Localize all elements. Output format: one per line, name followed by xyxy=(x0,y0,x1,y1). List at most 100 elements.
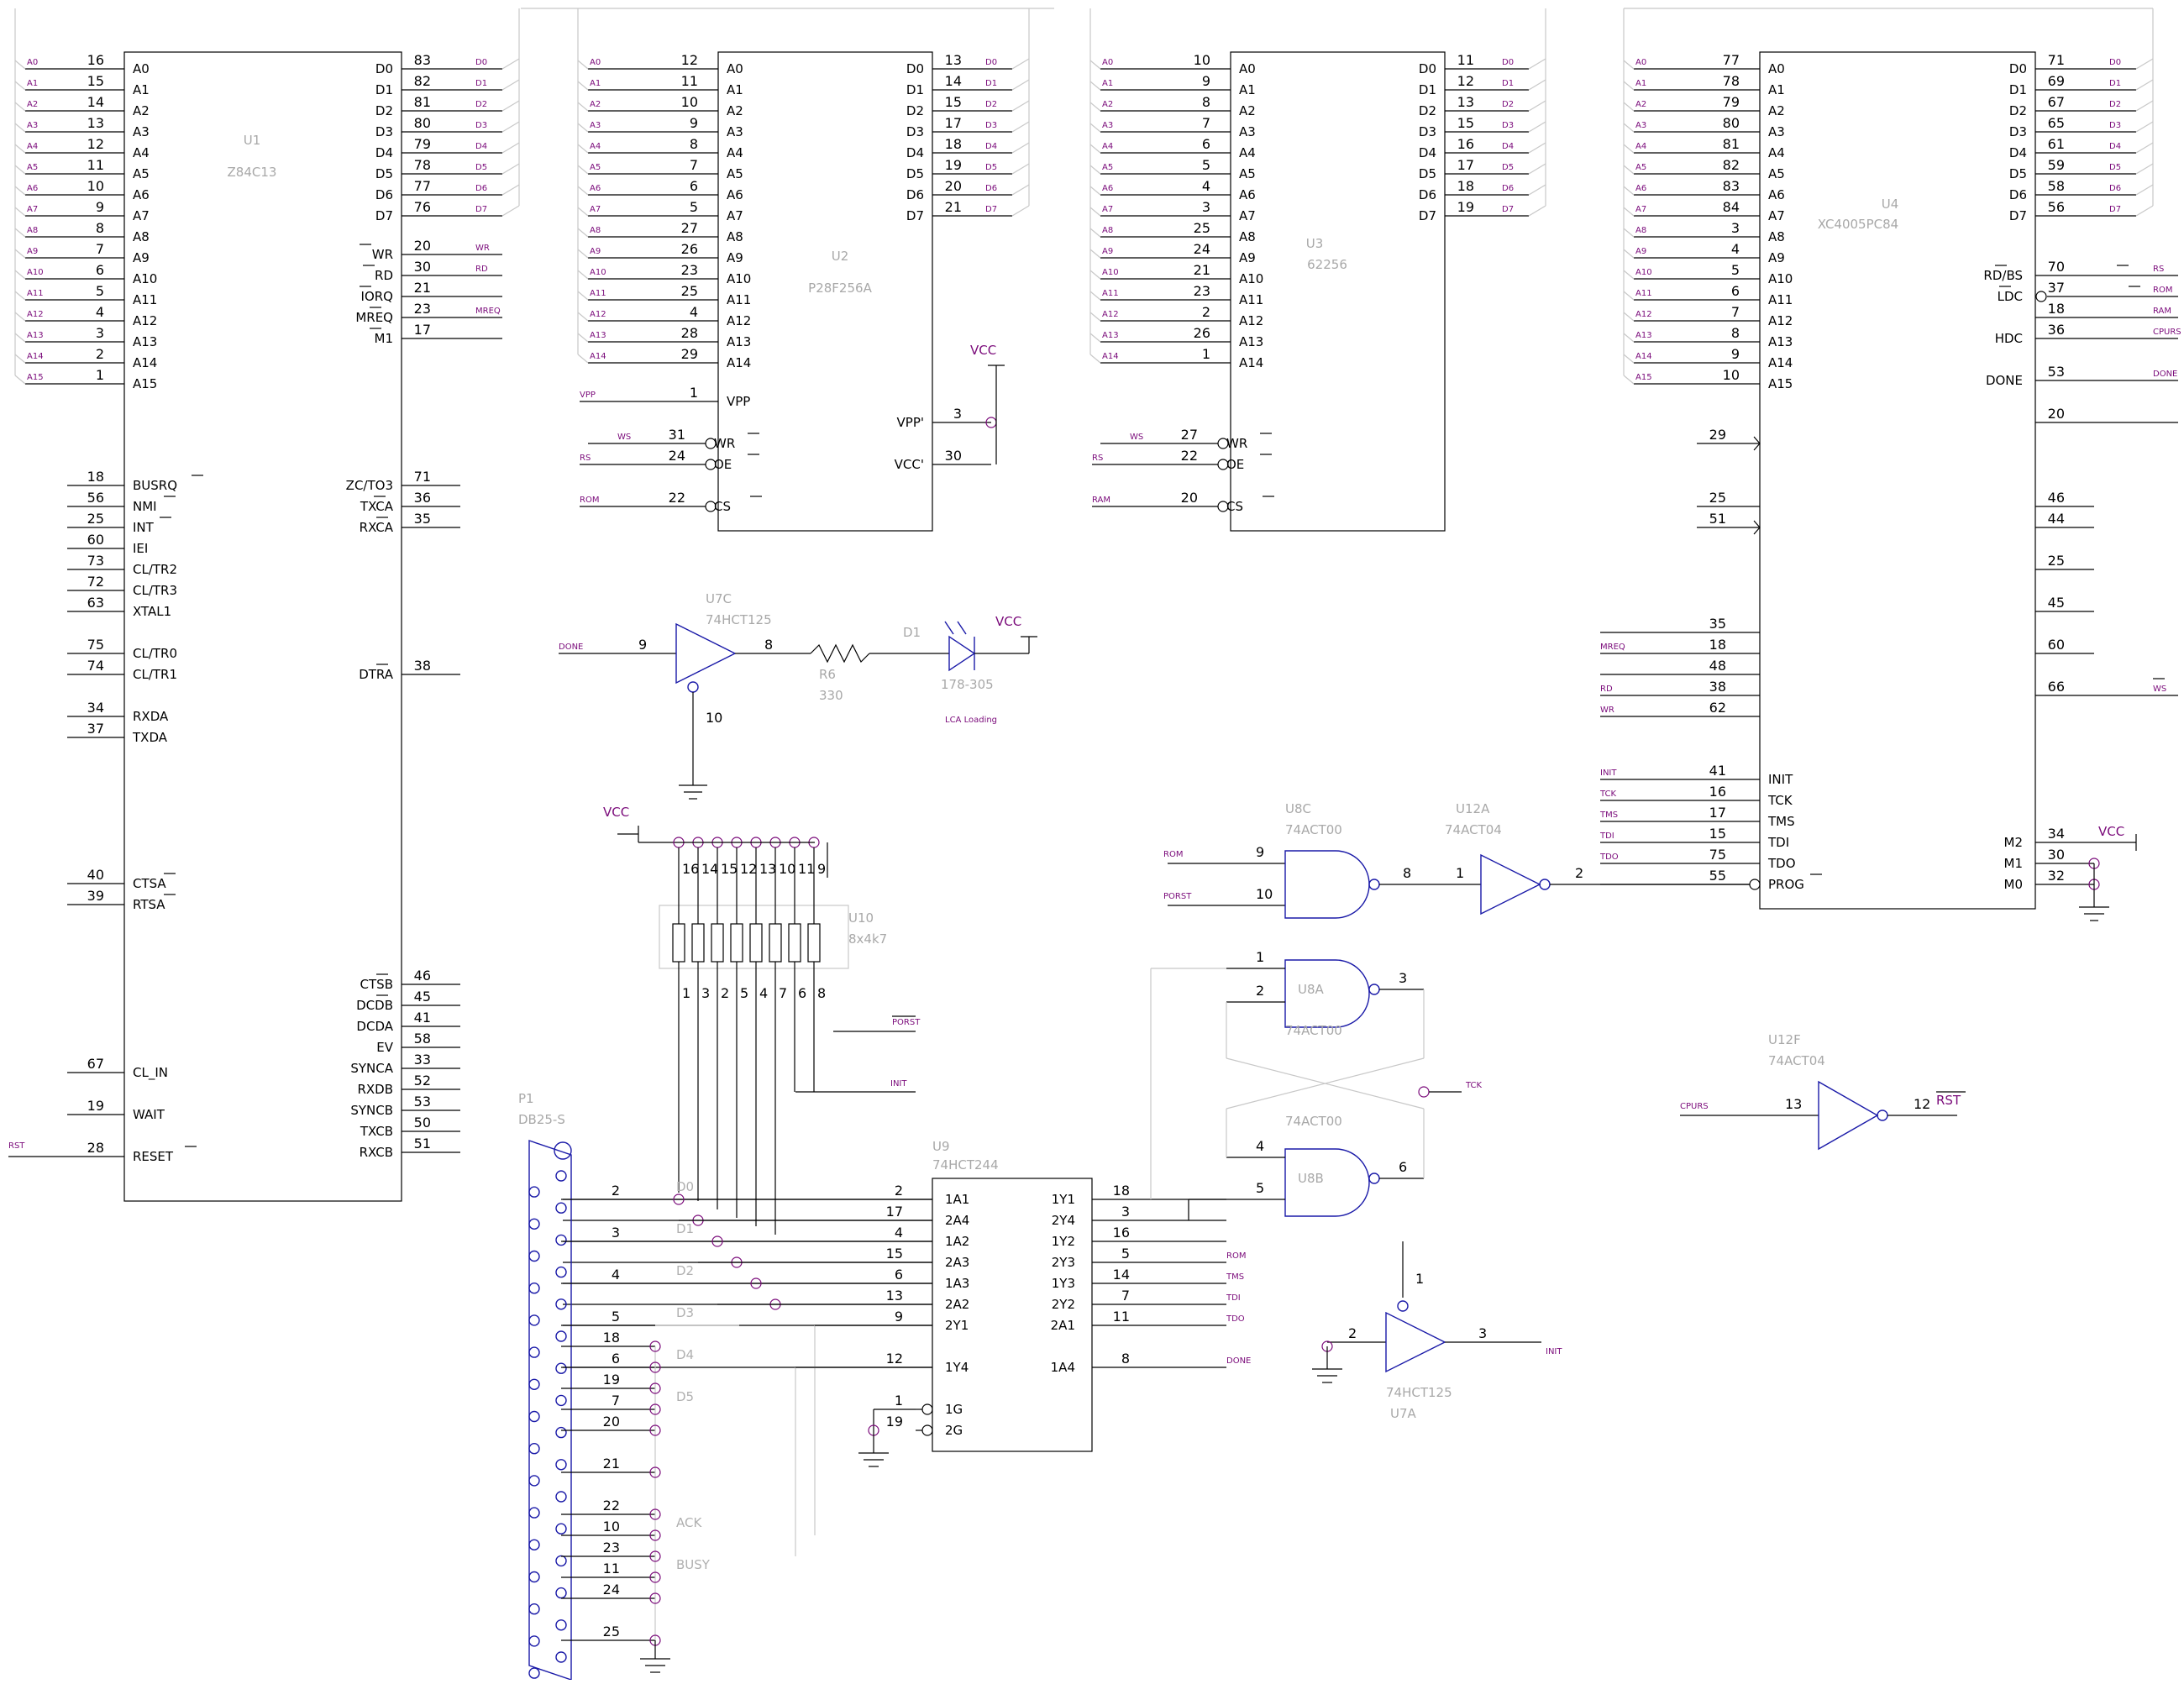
u2-pin-name: A12 xyxy=(727,313,751,328)
u4-net-label: A2 xyxy=(1635,100,1646,109)
u3-net-label: D0 xyxy=(1502,58,1514,67)
u1-pin-number: 77 xyxy=(414,178,431,194)
u9-net-label: DONE xyxy=(1226,1356,1251,1366)
u1-bus-entry xyxy=(14,60,26,70)
p1-pin xyxy=(555,1619,567,1631)
p1-gnd-junction xyxy=(649,1508,661,1520)
u1-pin-name: D7 xyxy=(375,208,393,223)
u1-pin-number: 75 xyxy=(87,637,104,653)
u4-net-label: CPURS xyxy=(2153,328,2181,337)
d1-vcc-label: VCC xyxy=(995,614,1021,629)
u4-net-label: DONE xyxy=(2153,370,2177,379)
u1-pin-number: 40 xyxy=(87,867,104,883)
u10-bottom-number: 1 xyxy=(682,985,690,1001)
u4-pin-name: M2 xyxy=(2004,835,2024,850)
u3-pin-number: 15 xyxy=(1457,115,1474,131)
u9-pin-name: 1A2 xyxy=(945,1234,969,1249)
p1-pin-number: 7 xyxy=(612,1393,620,1409)
u1-pin-number: 63 xyxy=(87,595,104,611)
u3-pin-number: 17 xyxy=(1457,157,1474,173)
u4-bus-entry xyxy=(1623,60,1635,70)
u4-pin-number: 56 xyxy=(2048,199,2065,215)
u4-net-label: D0 xyxy=(2109,58,2121,67)
u1-pin-name: RXCA xyxy=(360,520,394,535)
u4-pin-name: TDO xyxy=(1767,856,1796,871)
u3-pin-number: 2 xyxy=(1202,304,1210,320)
u4-net-label: A8 xyxy=(1635,226,1646,235)
p1-pin xyxy=(555,1587,567,1599)
u4-net-label: A13 xyxy=(1635,331,1652,340)
u8b-pin: 5 xyxy=(1256,1180,1264,1196)
u1-pin-number: 21 xyxy=(414,280,431,296)
u4-body xyxy=(1759,51,2036,910)
u2-pin-number: 9 xyxy=(690,115,698,131)
u1-pin-name: A7 xyxy=(133,208,150,223)
u3-pin-name: D5 xyxy=(1419,166,1436,181)
u3-ram-net: RAM xyxy=(1092,496,1110,505)
u1-pin-number: 4 xyxy=(96,304,104,320)
u1-bus-entry xyxy=(14,333,26,343)
u1-pin-number: 1 xyxy=(96,367,104,383)
u1-net-label: A14 xyxy=(27,352,44,361)
u4-value: XC4005PC84 xyxy=(1818,217,1898,232)
p1-pin xyxy=(528,1603,540,1615)
d1-value: 178-305 xyxy=(941,677,994,692)
u4-net-label: A10 xyxy=(1635,268,1652,277)
u1-pin-number: 79 xyxy=(414,136,431,152)
u1-pin-number: 67 xyxy=(87,1056,104,1072)
u1-bus-entry xyxy=(14,270,26,280)
p1-pin xyxy=(555,1298,567,1310)
u7c-pin: 10 xyxy=(706,710,722,726)
u4-net-label: A4 xyxy=(1635,142,1646,151)
u2-pin-number: 23 xyxy=(681,262,698,278)
u4-pin-name: M1 xyxy=(2004,856,2024,871)
u2-pin-name: D4 xyxy=(906,145,924,160)
u2-pin-name: D0 xyxy=(906,61,924,76)
u2-net-label: A2 xyxy=(590,100,601,109)
u4-pin-number: 80 xyxy=(1723,115,1740,131)
u4-pin-number: 60 xyxy=(2048,637,2065,653)
u4-net-label: TMS xyxy=(1599,811,1618,820)
u3-bus-entry xyxy=(1528,121,1546,133)
u10-porst-net: PORST xyxy=(892,1018,921,1027)
tck-junction xyxy=(1418,1086,1430,1098)
tck-net-label: TCK xyxy=(1465,1081,1483,1090)
u1-pin-name: CL_IN xyxy=(133,1065,168,1081)
u2-pin-number: 24 xyxy=(669,448,685,464)
u2-bus-entry xyxy=(577,270,589,280)
u1-net-label: A4 xyxy=(27,142,38,151)
u3-pin-number: 20 xyxy=(1181,490,1198,506)
u3-bus-entry xyxy=(1528,184,1546,196)
u2-pin-name: D6 xyxy=(906,187,924,202)
u4-net-label: A9 xyxy=(1635,247,1646,256)
u2-vcc-label: VCC xyxy=(970,343,996,358)
p1-data-junction xyxy=(711,1235,723,1247)
u2-net-label: A7 xyxy=(590,205,601,214)
u10-top-number: 15 xyxy=(721,861,738,877)
u1-net-label: A11 xyxy=(27,289,44,298)
r6-resistor xyxy=(810,643,870,664)
u4-clock-marker xyxy=(1753,436,1761,451)
u9-pin-name: 2A4 xyxy=(945,1213,969,1228)
u4-pin-number: 67 xyxy=(2048,94,2065,110)
u2-pin-number: 15 xyxy=(945,94,962,110)
u12a-pin: 1 xyxy=(1456,865,1464,881)
u1-pin-number: 14 xyxy=(87,94,104,110)
u1-pin-name: IORQ xyxy=(361,289,393,304)
u1-pin-name: EV xyxy=(376,1040,393,1055)
u4-pin-name: A5 xyxy=(1768,166,1785,181)
u1-pin-name: RXCB xyxy=(360,1145,393,1160)
u3-bus-entry xyxy=(1089,102,1101,112)
u4-bus-entry xyxy=(1623,228,1635,238)
u2-pin-name: D2 xyxy=(906,103,924,118)
u1-pin-number: 52 xyxy=(414,1073,431,1089)
u1-pin-name: A13 xyxy=(133,334,157,349)
u10-top-number: 10 xyxy=(779,861,795,877)
u2-pin-number: 14 xyxy=(945,73,962,89)
u1-pin-number: 17 xyxy=(414,322,431,338)
u1-pin-name: MREQ xyxy=(355,310,393,325)
u4-pin-number: 3 xyxy=(1731,220,1740,236)
u1-pin-number: 37 xyxy=(87,721,104,737)
u3-pin-number: 6 xyxy=(1202,136,1210,152)
u4-pin-name: A14 xyxy=(1768,355,1793,370)
